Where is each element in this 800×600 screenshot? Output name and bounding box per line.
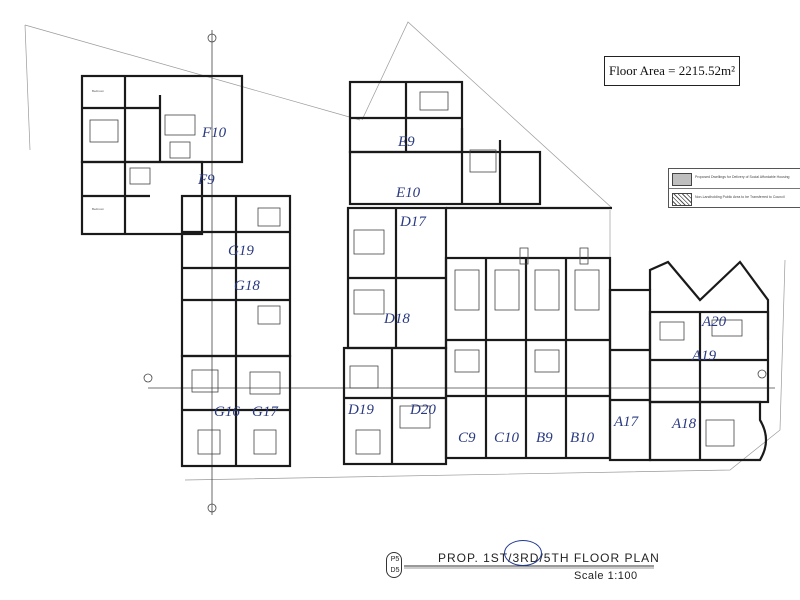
unit-label-b10: B10 [570,430,595,446]
grey-swatch-icon [672,173,692,186]
unit-label-d17: D17 [399,214,427,230]
unit-label-f9: F9 [197,172,215,188]
unit-label-f10: F10 [201,125,227,141]
drawing-scale: Scale 1:100 [574,570,638,582]
svg-text:Bedroom: Bedroom [92,207,105,211]
title-underline [404,565,654,569]
unit-label-g17: G17 [252,404,279,420]
handwritten-circle-mark [504,540,542,566]
unit-label-g19: G19 [228,243,254,259]
unit-label-a17: A17 [613,414,640,430]
block-e [348,80,542,206]
unit-label-b9: B9 [536,430,553,446]
sheet-reference: P5 D5 [386,552,402,578]
unit-label-a18: A18 [671,416,697,432]
sheet-reference-bottom: D5 [390,567,400,574]
svg-text:Bedroom: Bedroom [92,89,105,93]
block-d [342,206,448,466]
unit-label-e10: E10 [395,185,421,201]
block-a [608,260,770,462]
unit-label-e9: E9 [397,134,415,150]
unit-labels: F10 F9 E9 E10 D17 D18 D19 D20 G19 G18 G1… [197,125,727,446]
legend-item: Proposed Dwellings for Delivery of Socia… [669,169,800,189]
legend-item-label: Non-Landholding Public Area to be Transf… [695,195,785,199]
title-block: P5 D5 PROP. 1ST/3RD/5TH FLOOR PLAN Scale… [380,548,660,588]
reference-lines [143,30,775,515]
unit-label-a20: A20 [701,314,727,330]
unit-label-g18: G18 [234,278,260,294]
legend: Proposed Dwellings for Delivery of Socia… [668,168,800,208]
unit-label-d19: D19 [347,402,374,418]
drawing-title: PROP. 1ST/3RD/5TH FLOOR PLAN [438,551,660,565]
block-g [180,194,292,468]
floor-area-text: Floor Area = 2215.52m² [608,63,736,78]
unit-label-a19: A19 [691,348,717,364]
unit-label-c9: C9 [458,430,476,446]
legend-item: Non-Landholding Public Area to be Transf… [669,189,800,209]
floor-area-box: Floor Area = 2215.52m² [604,56,740,86]
block-f: Bedroom Bedroom [80,74,244,236]
block-c-b [444,247,612,460]
unit-label-c10: C10 [494,430,520,446]
legend-item-label: Proposed Dwellings for Delivery of Socia… [695,175,790,179]
sheet-reference-top: P5 [390,556,400,563]
unit-label-d20: D20 [409,402,436,418]
site-boundary [24,21,786,481]
hatch-swatch-icon [672,193,692,206]
unit-label-d18: D18 [383,311,410,327]
unit-label-g16: G16 [214,404,240,420]
